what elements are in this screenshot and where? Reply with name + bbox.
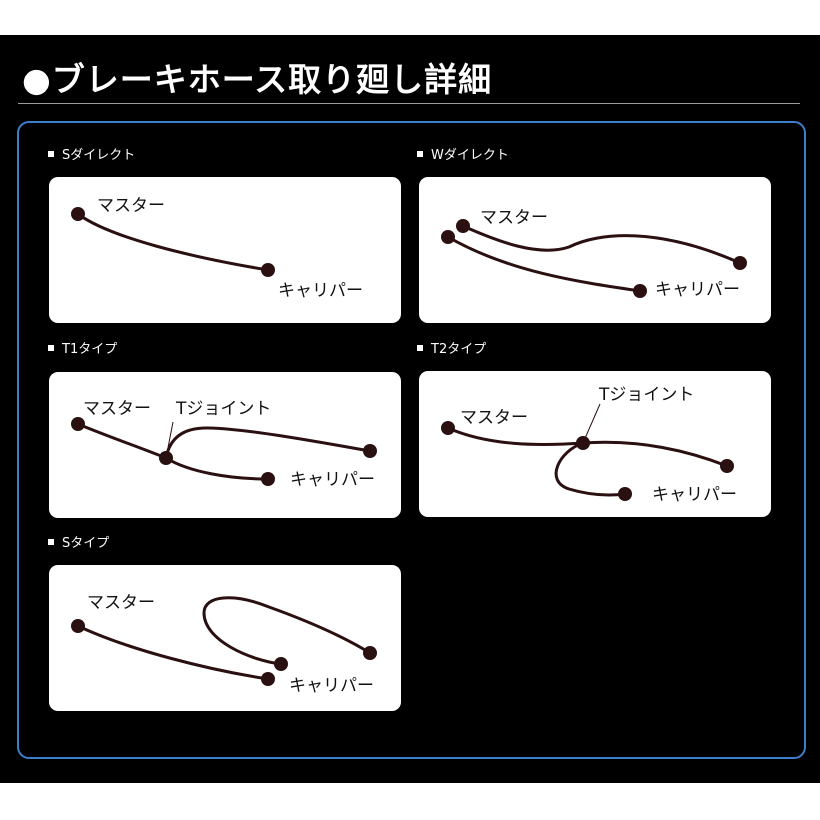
master-point [71, 619, 85, 633]
hose-diagram-w-direct: マスター キャリパー [441, 208, 747, 300]
master-point [71, 207, 85, 221]
diagram-panel-t2: マスター Tジョイント キャリパー [419, 371, 771, 517]
page-title: ●ブレーキホース取り廻し詳細 [22, 60, 493, 99]
hose-line [77, 212, 269, 272]
title-divider [18, 103, 800, 104]
caliper-label: キャリパー [289, 676, 374, 696]
caliper-point [633, 284, 647, 298]
hose-line [582, 440, 728, 468]
caliper-point [363, 444, 377, 458]
caliper-point [274, 657, 288, 671]
diagram-label-t2: T2タイプ [417, 338, 486, 357]
hose-line [164, 426, 371, 459]
master-point [71, 417, 85, 431]
bullet-square-icon [48, 539, 54, 545]
hose-line [202, 596, 371, 666]
caliper-label: キャリパー [652, 485, 737, 505]
joint-leader-line [582, 403, 601, 444]
master-label: マスター [460, 408, 528, 428]
diagram-label-w-direct: Wダイレクト [417, 144, 509, 163]
hose-diagram-s-type: マスター キャリパー [71, 593, 377, 696]
diagram-panel-t1: マスター Tジョイント キャリパー [49, 372, 401, 518]
diagram-frame [17, 121, 806, 759]
hose-line [447, 235, 641, 293]
diagram-label-s-direct: Sダイレクト [48, 144, 135, 163]
caliper-point [720, 459, 734, 473]
master-point [456, 219, 470, 233]
caliper-point [261, 672, 275, 686]
hose-diagram-s-direct: マスター キャリパー [71, 196, 363, 301]
hose-diagram-t2: マスター Tジョイント キャリパー [441, 385, 737, 505]
caliper-point [733, 256, 747, 270]
caliper-point [363, 646, 377, 660]
hose-line [447, 426, 584, 446]
diagram-label-t1: T1タイプ [48, 338, 117, 357]
master-label: マスター [97, 196, 165, 216]
joint-label: Tジョイント [175, 399, 271, 419]
t-joint-point [159, 451, 173, 465]
hose-line [77, 624, 269, 681]
caliper-point [261, 263, 275, 277]
master-point [441, 421, 455, 435]
caliper-label: キャリパー [290, 470, 375, 490]
t-joint-point [576, 436, 590, 450]
bullet-square-icon [417, 345, 423, 351]
hose-line [462, 224, 741, 265]
master-label: マスター [480, 208, 548, 228]
caliper-point [261, 472, 275, 486]
caliper-point [618, 487, 632, 501]
hose-diagram-t1: マスター Tジョイント キャリパー [71, 399, 377, 490]
master-label: マスター [83, 399, 151, 419]
diagram-panel-s-direct: マスター キャリパー [49, 177, 401, 323]
hose-line [165, 456, 269, 481]
master-label: マスター [87, 593, 155, 613]
bullet-square-icon [48, 151, 54, 157]
hose-line [77, 422, 167, 460]
bullet-square-icon [48, 345, 54, 351]
master-point [441, 230, 455, 244]
diagram-label-s-type: Sタイプ [48, 532, 109, 551]
caliper-label: キャリパー [655, 280, 740, 300]
caliper-label: キャリパー [278, 281, 363, 301]
hose-line [554, 441, 626, 497]
bullet-square-icon [417, 151, 423, 157]
diagram-panel-w-direct: マスター キャリパー [419, 177, 771, 323]
content-area: ●ブレーキホース取り廻し詳細 Sダイレクト マスター キャリパー Wダイレクト … [0, 35, 820, 783]
diagram-panel-s-type: マスター キャリパー [49, 565, 401, 711]
joint-label: Tジョイント [598, 385, 694, 405]
